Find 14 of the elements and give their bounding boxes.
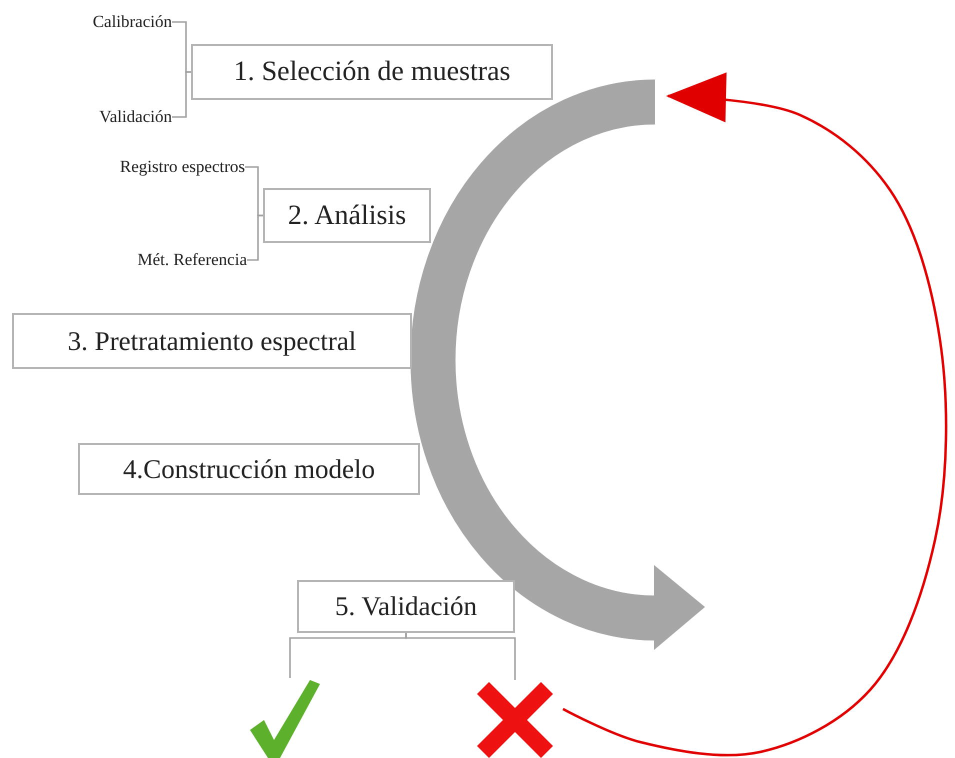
bracket-line [247,214,263,261]
sub-step-label: Registro espectros [120,157,245,177]
sub-step-label: Validación [99,107,172,127]
bracket-line [172,71,191,118]
sub-step-label: Mét. Referencia [138,250,247,270]
step-box: 1. Selección de muestras [191,44,553,100]
cross-mark-icon [475,680,555,758]
step-box: 4.Construcción modelo [78,443,420,495]
sub-step-label: Calibración [92,12,172,32]
step-box: 3. Pretratamiento espectral [12,313,412,369]
arrow [562,72,948,756]
bracket-line [405,633,516,680]
step-box: 2. Análisis [263,188,431,243]
step-box: 5. Validación [297,580,515,633]
